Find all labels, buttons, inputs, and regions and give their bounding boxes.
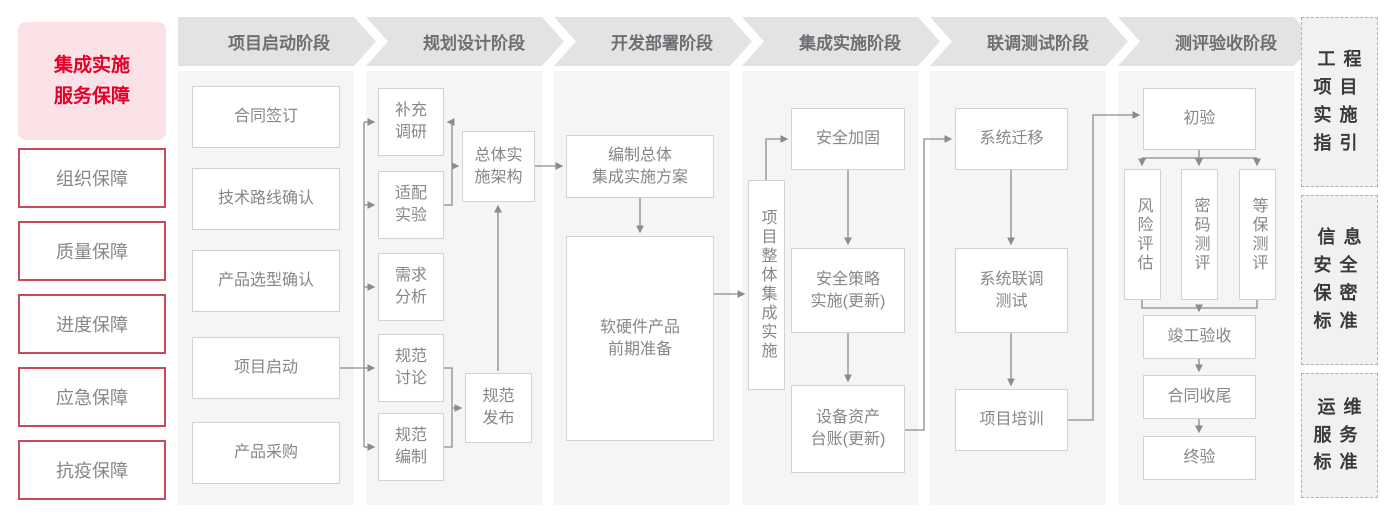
standard-project-implementation-guide: 工程 项目 实施 指引	[1301, 17, 1378, 187]
flow-box-contract-signing: 合同签订	[192, 86, 340, 148]
flow-box-completion-acceptance: 竣工验收	[1143, 315, 1256, 359]
sidebar-title-card: 集成实施 服务保障	[18, 22, 166, 140]
flow-box-asset-ledger-update: 设备资产 台账(更新)	[791, 385, 905, 473]
standard-om-service: 运维 服务 标准	[1301, 373, 1378, 498]
phase-header-dev-deployment: 开发部署阶段	[554, 17, 752, 66]
flow-box-overall-impl-architecture: 总体实 施架构	[462, 131, 535, 202]
flow-box-preliminary-acceptance: 初验	[1143, 88, 1256, 150]
flow-box-overall-integration-plan: 编制总体 集成实施方案	[566, 135, 714, 198]
flow-box-password-evaluation: 密码测评	[1181, 169, 1218, 300]
flow-box-tech-route-confirm: 技术路线确认	[192, 168, 340, 230]
flow-box-requirement-analysis: 需求 分析	[378, 253, 444, 321]
phase-header-evaluation-accept: 测评验收阶段	[1118, 17, 1316, 66]
sidebar-item-quality-guarantee: 质量保障	[18, 221, 166, 281]
flow-box-spec-drafting: 规范 编制	[378, 413, 444, 481]
flow-box-security-policy-impl: 安全策略 实施(更新)	[791, 248, 905, 333]
phase-header-planning-design: 规划设计阶段	[366, 17, 564, 66]
sidebar-item-emergency-guarantee: 应急保障	[18, 367, 166, 427]
flow-box-contract-closure: 合同收尾	[1143, 375, 1256, 419]
flow-box-product-procurement: 产品采购	[192, 422, 340, 484]
flow-box-project-training: 项目培训	[955, 389, 1068, 451]
flow-box-product-select-confirm: 产品选型确认	[192, 250, 340, 312]
flow-box-security-hardening: 安全加固	[791, 108, 905, 170]
flow-box-classified-protection-evaluation: 等保测评	[1239, 169, 1276, 300]
flow-box-system-migration: 系统迁移	[955, 108, 1068, 170]
flow-box-risk-assessment: 风险评估	[1124, 169, 1161, 300]
flow-box-hw-sw-preparation: 软硬件产品 前期准备	[566, 236, 714, 441]
flow-box-overall-integration-impl: 项目整体集成实施	[748, 180, 785, 390]
phase-header-project-startup: 项目启动阶段	[178, 17, 376, 66]
flow-box-supplementary-research: 补充 调研	[378, 88, 444, 156]
sidebar-item-progress-guarantee: 进度保障	[18, 294, 166, 354]
flow-box-system-joint-debugging: 系统联调 测试	[955, 248, 1068, 333]
flow-box-project-kickoff: 项目启动	[192, 337, 340, 399]
phase-header-integration-impl: 集成实施阶段	[742, 17, 940, 66]
phase-header-joint-debug-test: 联调测试阶段	[930, 17, 1128, 66]
standard-infosec-confidentiality: 信息 安全 保密 标准	[1301, 195, 1378, 365]
flow-box-spec-release: 规范 发布	[465, 373, 532, 443]
flow-box-final-acceptance: 终验	[1143, 436, 1256, 480]
sidebar-item-organization-guarantee: 组织保障	[18, 148, 166, 208]
flow-box-spec-discussion: 规范 讨论	[378, 334, 444, 402]
flow-box-adaptation-experiment: 适配 实验	[378, 171, 444, 239]
sidebar-item-epidemic-guarantee: 抗疫保障	[18, 440, 166, 500]
